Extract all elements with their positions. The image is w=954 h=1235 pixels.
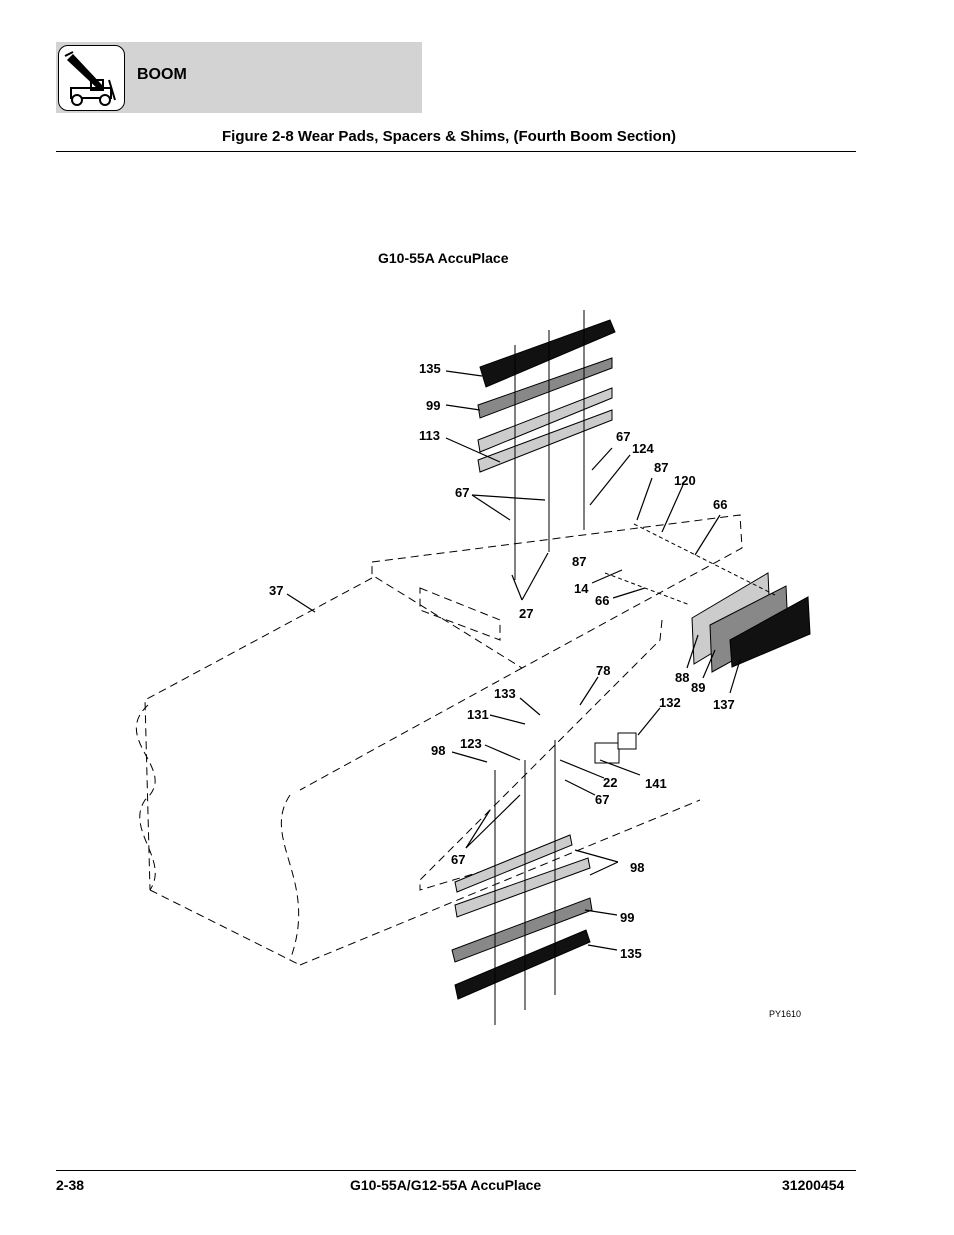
callout-label: 120: [674, 473, 696, 488]
callout-label: 78: [596, 663, 610, 678]
footer-model: G10-55A/G12-55A AccuPlace: [350, 1177, 542, 1193]
callout-label: 66: [713, 497, 727, 512]
callout-label: 123: [460, 736, 482, 751]
callout-label: 132: [659, 695, 681, 710]
figure-title: Figure 2-8 Wear Pads, Spacers & Shims, (…: [222, 128, 676, 145]
callout-label: 99: [426, 398, 440, 413]
callout-label: 133: [494, 686, 516, 701]
boom-machine-icon: [58, 45, 125, 111]
callout-labels: 135 99 113 67 124 87 120 66 67 37 87 14 …: [269, 361, 735, 961]
callout-label: 87: [572, 554, 586, 569]
callout-label: 27: [519, 606, 533, 621]
doc-number: 31200454: [782, 1177, 845, 1193]
callout-label: 67: [595, 792, 609, 807]
callout-label: 67: [455, 485, 469, 500]
callout-label: 87: [654, 460, 668, 475]
callout-label: 22: [603, 775, 617, 790]
callout-label: 131: [467, 707, 489, 722]
drawing-id: PY1610: [769, 1009, 801, 1019]
callout-label: 88: [675, 670, 689, 685]
callout-label: 66: [595, 593, 609, 608]
callout-label: 141: [645, 776, 667, 791]
model-title: G10-55A AccuPlace: [378, 250, 509, 266]
callout-label: 124: [632, 441, 654, 456]
callout-label: 135: [620, 946, 642, 961]
section-title: BOOM: [137, 66, 187, 83]
callout-label: 98: [630, 860, 644, 875]
callout-label: 137: [713, 697, 735, 712]
callout-label: 67: [451, 852, 465, 867]
header-rule: [56, 151, 856, 152]
callout-label: 113: [419, 428, 440, 443]
callout-label: 37: [269, 583, 283, 598]
page-number: 2-38: [56, 1177, 85, 1193]
callout-label: 89: [691, 680, 705, 695]
callout-label: 135: [419, 361, 441, 376]
callout-label: 98: [431, 743, 445, 758]
callout-label: 14: [574, 581, 589, 596]
callout-label: 67: [616, 429, 630, 444]
footer-rule: [56, 1170, 856, 1171]
callout-label: 99: [620, 910, 634, 925]
